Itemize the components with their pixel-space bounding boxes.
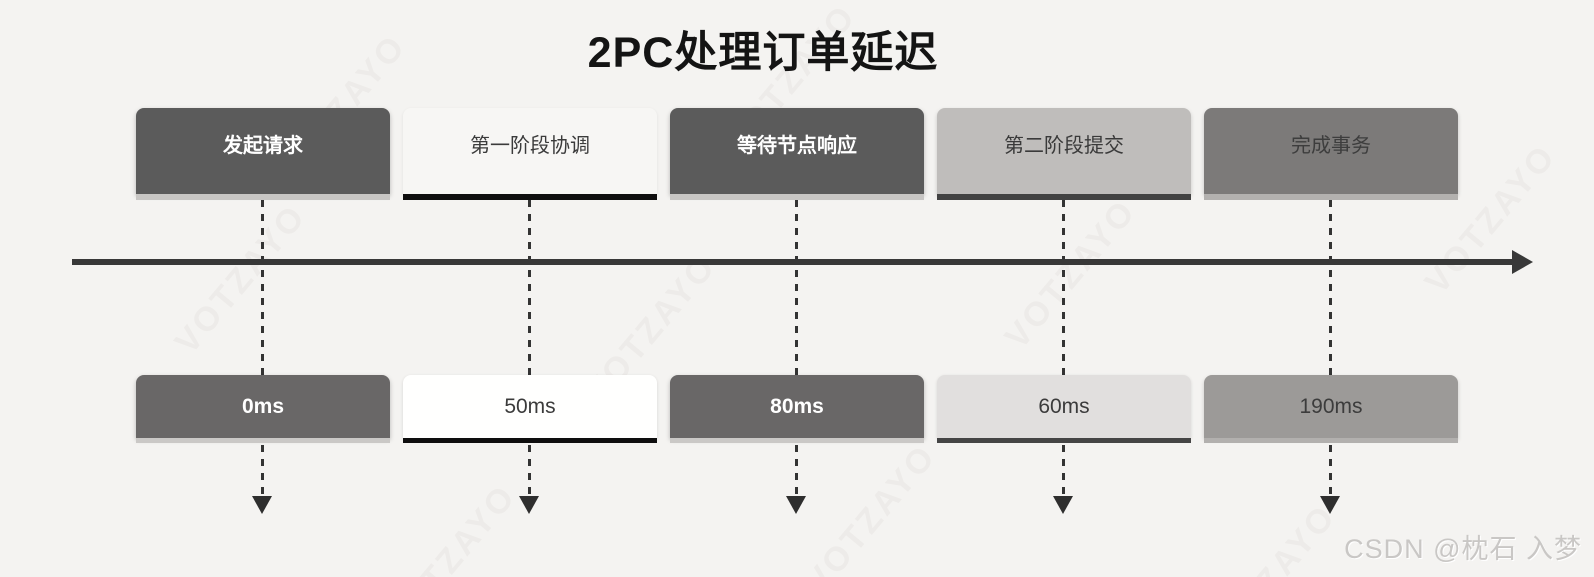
- down-arrow-icon: [252, 496, 272, 514]
- page-title: 2PC处理订单延迟: [587, 29, 939, 77]
- csdn-watermark: CSDN @枕石 入梦: [1344, 534, 1582, 564]
- time-box-60ms: 60ms: [937, 375, 1191, 443]
- stage-label: 发起请求: [223, 135, 303, 157]
- time-label: 0ms: [241, 395, 285, 418]
- time-label: 190ms: [1299, 395, 1363, 418]
- time-box-50ms: 50ms: [403, 375, 657, 443]
- stage-column-3: 等待节点响应 80ms: [670, 0, 924, 577]
- stage-column-1: 发起请求 0ms: [136, 0, 390, 577]
- dashed-connector: [261, 200, 264, 375]
- time-label: 60ms: [1038, 395, 1090, 418]
- stage-label: 第一阶段协调: [470, 135, 590, 157]
- dashed-connector: [795, 445, 798, 497]
- time-box-0ms: 0ms: [136, 375, 390, 443]
- stage-label: 等待节点响应: [737, 135, 857, 157]
- dashed-connector: [528, 445, 531, 497]
- stage-column-5: 完成事务 190ms: [1204, 0, 1458, 577]
- timeline-axis: [72, 259, 1513, 265]
- down-arrow-icon: [1053, 496, 1073, 514]
- time-label: 80ms: [770, 395, 824, 418]
- stage-column-2: 第一阶段协调 50ms: [403, 0, 657, 577]
- dashed-connector: [1062, 200, 1065, 375]
- timeline-arrowhead-icon: [1512, 250, 1533, 274]
- dashed-connector: [795, 200, 798, 375]
- stage-box-phase2-commit: 第二阶段提交: [937, 108, 1191, 200]
- stage-label: 第二阶段提交: [1004, 135, 1124, 157]
- stage-box-wait-node-response: 等待节点响应: [670, 108, 924, 200]
- time-box-190ms: 190ms: [1204, 375, 1458, 443]
- stage-box-complete-transaction: 完成事务: [1204, 108, 1458, 200]
- dashed-connector: [528, 200, 531, 375]
- down-arrow-icon: [1320, 496, 1340, 514]
- dashed-connector: [1329, 445, 1332, 497]
- down-arrow-icon: [519, 496, 539, 514]
- dashed-connector: [261, 445, 264, 497]
- down-arrow-icon: [786, 496, 806, 514]
- stage-box-initiate-request: 发起请求: [136, 108, 390, 200]
- dashed-connector: [1062, 445, 1065, 497]
- stage-column-4: 第二阶段提交 60ms: [937, 0, 1191, 577]
- stage-label: 完成事务: [1291, 135, 1371, 157]
- stage-box-phase1-coordination: 第一阶段协调: [403, 108, 657, 200]
- time-box-80ms: 80ms: [670, 375, 924, 443]
- time-label: 50ms: [504, 395, 556, 418]
- dashed-connector: [1329, 200, 1332, 375]
